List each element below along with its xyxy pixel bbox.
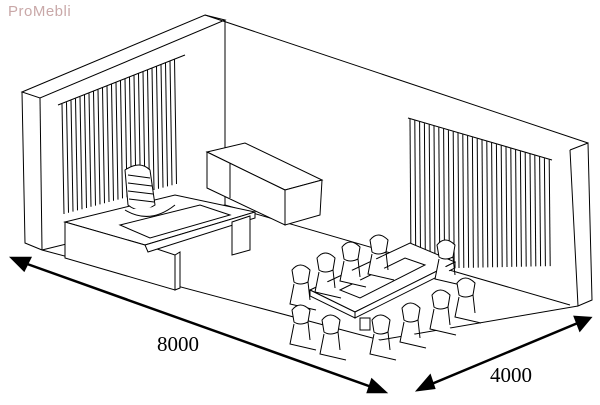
curtain-slat (548, 159, 551, 267)
curtain-slat (160, 64, 164, 188)
conference-chair (454, 277, 482, 324)
width-dimension-label: 4000 (490, 363, 532, 387)
curtain-slat (433, 125, 436, 269)
curtain-slat (120, 80, 123, 199)
right-curtains (407, 117, 553, 270)
curtain-slat (543, 158, 546, 267)
conference-chair (289, 304, 317, 351)
curtain-slat (151, 67, 155, 191)
conference-chair (319, 314, 347, 361)
curtain-slat (481, 139, 484, 268)
curtain-slat (539, 156, 542, 267)
conference-chairs (289, 234, 482, 361)
curtain-slat (79, 96, 83, 210)
curtain-slat (500, 145, 503, 268)
curtain-slat (407, 117, 553, 161)
conference-chair (369, 314, 397, 361)
conference-chair (367, 234, 395, 281)
conference-chair (434, 239, 462, 286)
curtain-slat (66, 102, 69, 213)
curtain-slat (97, 89, 101, 205)
curtain-slat (106, 85, 110, 203)
curtain-slat (75, 98, 78, 211)
curtain-slat (57, 54, 186, 106)
curtain-slat (462, 134, 465, 268)
curtain-slat (156, 66, 159, 189)
curtain-slat (428, 124, 431, 269)
curtain-slat (102, 87, 105, 204)
curtain-slat (93, 91, 96, 206)
curtain-slat (491, 142, 494, 268)
curtain-slat (70, 100, 74, 212)
curtain-slat (515, 149, 518, 267)
curtain-slat (505, 146, 508, 268)
curtain-slat (111, 84, 114, 201)
curtain-slat (476, 138, 479, 268)
curtain-slat (486, 141, 489, 268)
conference-chair (289, 264, 317, 311)
curtain-slat (423, 123, 426, 269)
curtain-slat (495, 144, 498, 268)
left-curtains (57, 54, 186, 215)
dimension-lines (8, 256, 593, 394)
length-dimension-label: 8000 (157, 332, 199, 356)
curtain-slat (529, 153, 532, 267)
curtain-slat (467, 135, 470, 268)
curtain-slat (115, 82, 119, 200)
sideboard-cabinet (205, 142, 324, 226)
curtain-slat (419, 121, 422, 269)
curtain-slat (519, 151, 522, 267)
curtain-slat (414, 120, 417, 269)
conference-chair (429, 289, 457, 336)
curtain-slat (524, 152, 527, 267)
curtain-slat (84, 94, 87, 209)
curtain-slat (61, 103, 65, 215)
curtain-slat (457, 132, 460, 269)
conference-chair (339, 241, 367, 288)
executive-desk (63, 194, 256, 291)
curtain-slat (169, 60, 173, 186)
conference-chair (314, 252, 342, 299)
executive-chair (124, 164, 176, 217)
curtain-slat (471, 137, 474, 268)
curtain-slat (88, 93, 92, 207)
conference-chair (399, 302, 427, 349)
curtain-slat (510, 148, 513, 267)
curtain-slat (534, 155, 537, 267)
watermark-logo: ProMebli (8, 3, 72, 20)
curtain-slat (165, 62, 168, 187)
curtain-slat (174, 58, 177, 185)
